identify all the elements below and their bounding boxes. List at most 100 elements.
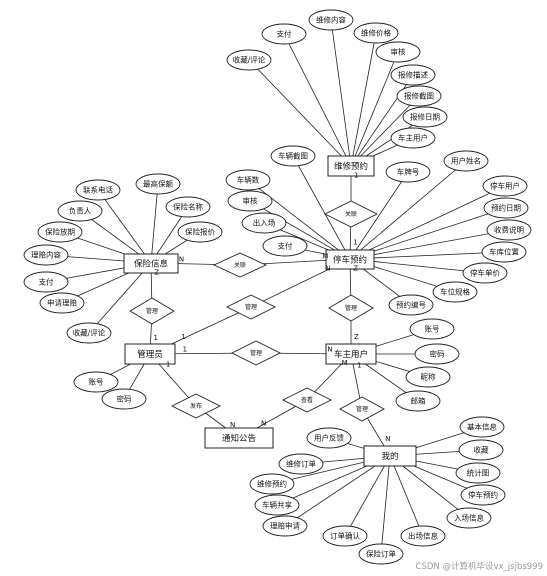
entity-admin: 管理员 bbox=[124, 343, 176, 365]
attribute-ellipse: 维修价格 bbox=[353, 22, 399, 44]
attribute-label: 收藏/评论 bbox=[73, 328, 106, 338]
attribute-ellipse: 申请理赔 bbox=[39, 292, 85, 314]
attribute-label: 保险订单 bbox=[366, 549, 396, 559]
relationship-diamond: 关联 bbox=[212, 252, 268, 278]
attribute-label: 车辆数 bbox=[237, 175, 260, 185]
attribute-ellipse: 维修内容 bbox=[308, 9, 354, 31]
entity-ins: 保险信息 bbox=[123, 253, 179, 274]
relationship-diamond: 管理 bbox=[328, 294, 374, 322]
attribute-ellipse: 用户姓名 bbox=[443, 150, 489, 172]
attribute-link bbox=[97, 189, 152, 264]
attribute-label: 密码 bbox=[117, 394, 132, 404]
attribute-ellipse: 邮箱 bbox=[395, 390, 441, 412]
attribute-link bbox=[248, 59, 352, 167]
attribute-ellipse: 报修日期 bbox=[402, 106, 448, 128]
attribute-link bbox=[349, 251, 505, 260]
attribute-link bbox=[350, 51, 399, 167]
attribute-label: 理赔内容 bbox=[31, 250, 61, 260]
cardinality-label: N bbox=[261, 419, 266, 427]
cardinality-label: M bbox=[342, 359, 348, 367]
attribute-ellipse: 车库位置 bbox=[481, 241, 527, 263]
attribute-ellipse: 账号 bbox=[73, 371, 119, 393]
attribute-label: 车主用户 bbox=[398, 133, 428, 143]
cardinality-label: Z bbox=[154, 268, 159, 276]
attribute-label: 用户姓名 bbox=[451, 156, 481, 166]
attribute-ellipse: 密码 bbox=[414, 343, 460, 365]
relationship-label: 查看 bbox=[301, 396, 313, 404]
attribute-label: 支付 bbox=[39, 277, 54, 287]
attribute-label: 支付 bbox=[277, 29, 292, 39]
attribute-ellipse: 保险名称 bbox=[165, 196, 211, 218]
attribute-link bbox=[283, 33, 352, 167]
relationship-label: 关联 bbox=[345, 210, 357, 218]
relationship-diamond: 管理 bbox=[129, 297, 175, 325]
attribute-label: 维修价格 bbox=[361, 28, 391, 38]
attribute-ellipse: 预约编号 bbox=[388, 294, 434, 316]
attribute-label: 报修截图 bbox=[404, 91, 434, 101]
relationship-diamond: 管理 bbox=[230, 340, 282, 366]
attribute-ellipse: 联系电话 bbox=[75, 179, 121, 201]
attribute-label: 用户反馈 bbox=[314, 433, 344, 443]
attribute-ellipse: 车辆截图 bbox=[270, 145, 316, 167]
attribute-label: 车辆共享 bbox=[262, 500, 292, 510]
cardinality-label: 1 bbox=[354, 171, 358, 179]
entity-label: 维修预约 bbox=[334, 161, 368, 172]
attribute-link bbox=[349, 160, 467, 260]
attribute-ellipse: 审核 bbox=[375, 41, 421, 63]
entity-label: 保险信息 bbox=[134, 259, 169, 270]
attribute-link bbox=[349, 185, 506, 260]
attribute-label: 收藏 bbox=[474, 445, 489, 455]
attribute-ellipse: 负责人 bbox=[57, 200, 103, 222]
attribute-ellipse: 出入场 bbox=[241, 212, 287, 234]
attribute-ellipse: 收藏 bbox=[458, 439, 504, 461]
attribute-label: 停车预约 bbox=[468, 490, 498, 500]
attribute-label: 出场信息 bbox=[408, 531, 438, 541]
attribute-ellipse: 理赔内容 bbox=[23, 244, 69, 266]
attribute-label: 维修预约 bbox=[257, 479, 287, 489]
attribute-ellipse: 账号 bbox=[409, 318, 455, 340]
attribute-link bbox=[150, 183, 159, 264]
cardinality-label: Z bbox=[354, 333, 359, 341]
attribute-label: 审核 bbox=[243, 196, 258, 206]
cardinality-label: 1 bbox=[154, 334, 158, 342]
attribute-label: 收费说明 bbox=[494, 225, 524, 235]
attribute-ellipse: 基本信息 bbox=[459, 416, 505, 438]
attribute-link bbox=[247, 179, 351, 260]
relationship-label: 关联 bbox=[234, 261, 246, 269]
attribute-link bbox=[344, 455, 391, 537]
attribute-label: 最高保额 bbox=[143, 179, 173, 189]
cardinality-label: M bbox=[322, 253, 328, 261]
attribute-label: 负责人 bbox=[69, 206, 92, 216]
attribute-label: 预约编号 bbox=[396, 300, 426, 310]
attribute-link bbox=[389, 455, 424, 537]
watermark: CSDN @计算机毕设vx_jsjbs999 bbox=[415, 562, 543, 572]
attribute-label: 邮箱 bbox=[411, 396, 426, 406]
entity-maint: 维修预约 bbox=[327, 155, 375, 177]
attribute-label: 保险报价 bbox=[185, 227, 215, 237]
attribute-link bbox=[350, 32, 377, 167]
attribute-label: 申请理赔 bbox=[47, 298, 77, 308]
attribute-label: 维修内容 bbox=[316, 15, 346, 25]
attribute-label: 出入场 bbox=[253, 218, 276, 228]
attribute-link bbox=[284, 455, 391, 527]
attribute-ellipse: 收藏/评论 bbox=[226, 49, 272, 71]
attribute-ellipse: 支付 bbox=[261, 23, 307, 45]
attribute-label: 联系电话 bbox=[83, 185, 113, 195]
attribute-ellipse: 报修截图 bbox=[396, 85, 442, 107]
attribute-label: 支付 bbox=[278, 241, 293, 251]
attribute-link bbox=[380, 455, 391, 555]
relationship-label: 管理 bbox=[245, 303, 257, 311]
entity-label: 管理员 bbox=[137, 349, 163, 360]
attribute-ellipse: 停车单价 bbox=[462, 262, 508, 284]
attribute-ellipse: 维修预约 bbox=[249, 473, 295, 495]
attribute-ellipse: 保险报价 bbox=[177, 221, 223, 243]
attribute-ellipse: 保险订单 bbox=[358, 543, 404, 565]
entity-notice: 通知公告 bbox=[204, 427, 274, 449]
entity-label: 停车预约 bbox=[333, 255, 367, 266]
attribute-ellipse: 收费说明 bbox=[486, 219, 532, 241]
attribute-label: 入场信息 bbox=[454, 513, 484, 523]
cardinality-label: 1 bbox=[357, 361, 361, 369]
attribute-ellipse: 订单确认 bbox=[322, 525, 368, 547]
